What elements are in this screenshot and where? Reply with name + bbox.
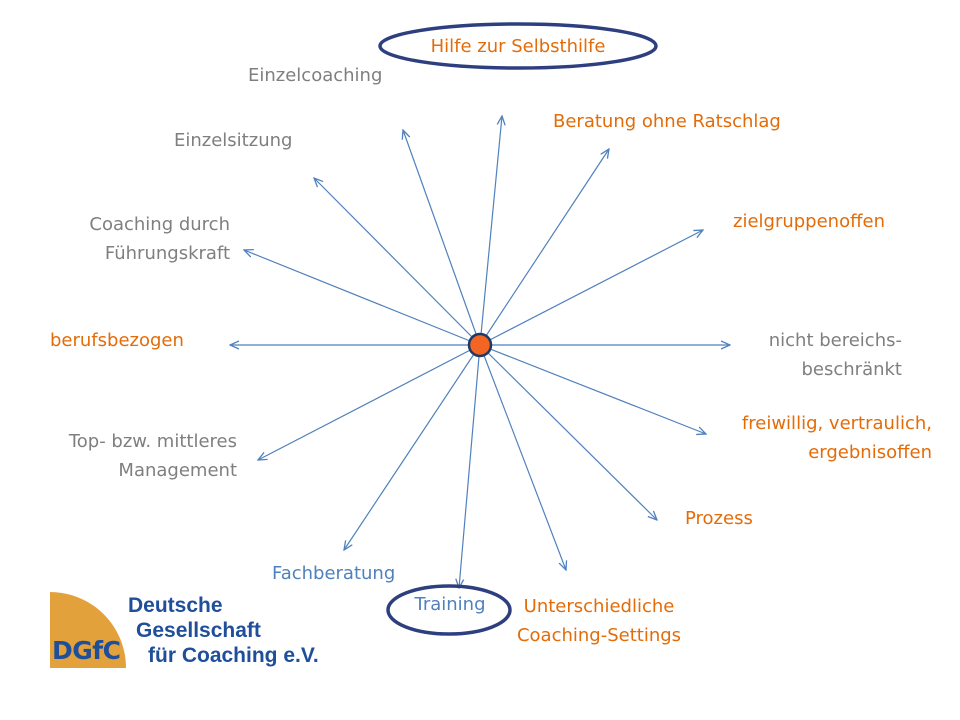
- label-hilfe-zur-selbsthilfe: Hilfe zur Selbsthilfe: [430, 36, 606, 57]
- dgfc-logo-arc: [50, 592, 126, 668]
- label-nicht-bereichsbeschraenkt: nicht bereichs- beschränkt: [700, 326, 902, 384]
- label-beratung-ohne-ratschlag: Beratung ohne Ratschlag: [553, 111, 781, 132]
- arrow-fuehrungskraft: [244, 250, 481, 346]
- dgfc-logo-name-line-3: für Coaching e.V.: [148, 644, 319, 667]
- arrow-einzelcoaching: [403, 130, 481, 346]
- label-einzelcoaching: Einzelcoaching: [248, 65, 383, 86]
- arrow-beratung-ohne-ratschlag: [479, 149, 609, 346]
- label-line: Führungskraft: [104, 243, 230, 264]
- dgfc-logo-name-line-2: Gesellschaft: [136, 619, 261, 642]
- label-unterschiedliche-coaching-settings: Unterschiedliche Coaching-Settings: [494, 592, 704, 650]
- label-fachberatung: Fachberatung: [272, 563, 396, 584]
- label-zielgruppenoffen: zielgruppenoffen: [733, 211, 885, 232]
- label-einzelsitzung: Einzelsitzung: [174, 130, 293, 151]
- arrow-einzelsitzung: [314, 178, 481, 346]
- label-line: beschränkt: [801, 359, 902, 380]
- label-line: nicht bereichs-: [768, 330, 902, 351]
- arrow-fachberatung: [344, 344, 481, 550]
- label-line: ergebnisoffen: [808, 442, 932, 463]
- label-coaching-durch-fuehrungskraft: Coaching durch Führungskraft: [40, 210, 230, 268]
- label-line: Unterschiedliche: [523, 596, 675, 617]
- arrow-unterschiedliche-settings: [479, 344, 566, 570]
- dgfc-logo: DGfC Deutsche Gesellschaft für Coaching …: [50, 592, 340, 668]
- arrow-hilfe-zur-selbsthilfe: [479, 116, 502, 346]
- arrow-freiwillig: [479, 344, 706, 434]
- arrow-training: [459, 344, 481, 588]
- arrow-zielgruppenoffen: [479, 230, 703, 346]
- highlight-ellipse-hilfe: [378, 22, 658, 70]
- label-line: Top- bzw. mittleres: [68, 431, 237, 452]
- label-prozess: Prozess: [685, 508, 753, 529]
- label-freiwillig-vertraulich-ergebnisoffen: freiwillig, vertraulich, ergebnisoffen: [690, 409, 932, 467]
- label-line: Management: [118, 460, 237, 481]
- label-berufsbezogen: berufsbezogen: [50, 330, 184, 351]
- label-line: freiwillig, vertraulich,: [741, 413, 932, 434]
- label-top-mittleres-management: Top- bzw. mittleres Management: [20, 427, 237, 485]
- arrow-prozess: [479, 344, 657, 520]
- label-line: Coaching durch: [89, 214, 230, 235]
- arrow-management: [258, 344, 481, 460]
- label-line: Coaching-Settings: [516, 625, 682, 646]
- center-hub: [467, 332, 493, 358]
- dgfc-logo-abbreviation: DGfC: [52, 636, 121, 665]
- highlight-ellipse-training: [386, 584, 512, 636]
- label-training: Training: [414, 594, 486, 615]
- dgfc-logo-name-line-1: Deutsche: [128, 594, 223, 617]
